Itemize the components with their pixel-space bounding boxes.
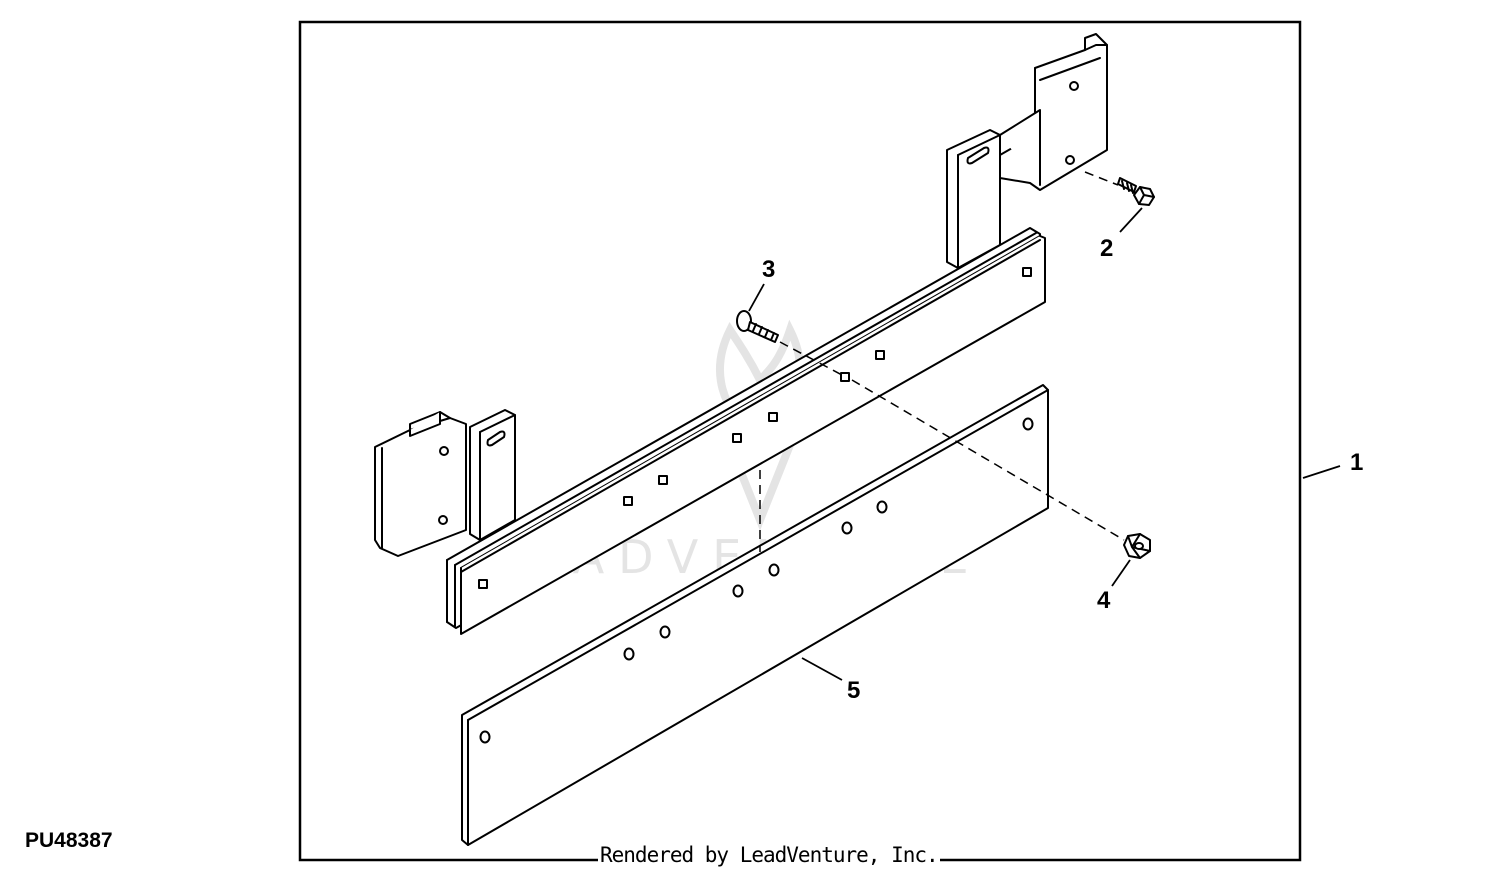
clamp-bar <box>446 227 1046 635</box>
carriage-bolt-icon <box>736 310 779 343</box>
figure-id: PU48387 <box>25 829 113 852</box>
left-mount-bracket <box>374 409 516 557</box>
callout-3: 3 <box>762 256 775 283</box>
rendered-by-footer: Rendered by LeadVenture, Inc. <box>598 843 940 867</box>
callout-2: 2 <box>1100 235 1113 262</box>
leader-lines <box>748 207 1341 681</box>
callout-5: 5 <box>847 677 860 704</box>
cap-screw-icon <box>1117 177 1155 206</box>
wear-strip <box>461 384 1049 846</box>
assembly-guide-lines <box>759 171 1125 552</box>
callout-4: 4 <box>1097 587 1111 614</box>
callout-1: 1 <box>1350 449 1363 476</box>
flange-nut-icon <box>1123 533 1151 559</box>
